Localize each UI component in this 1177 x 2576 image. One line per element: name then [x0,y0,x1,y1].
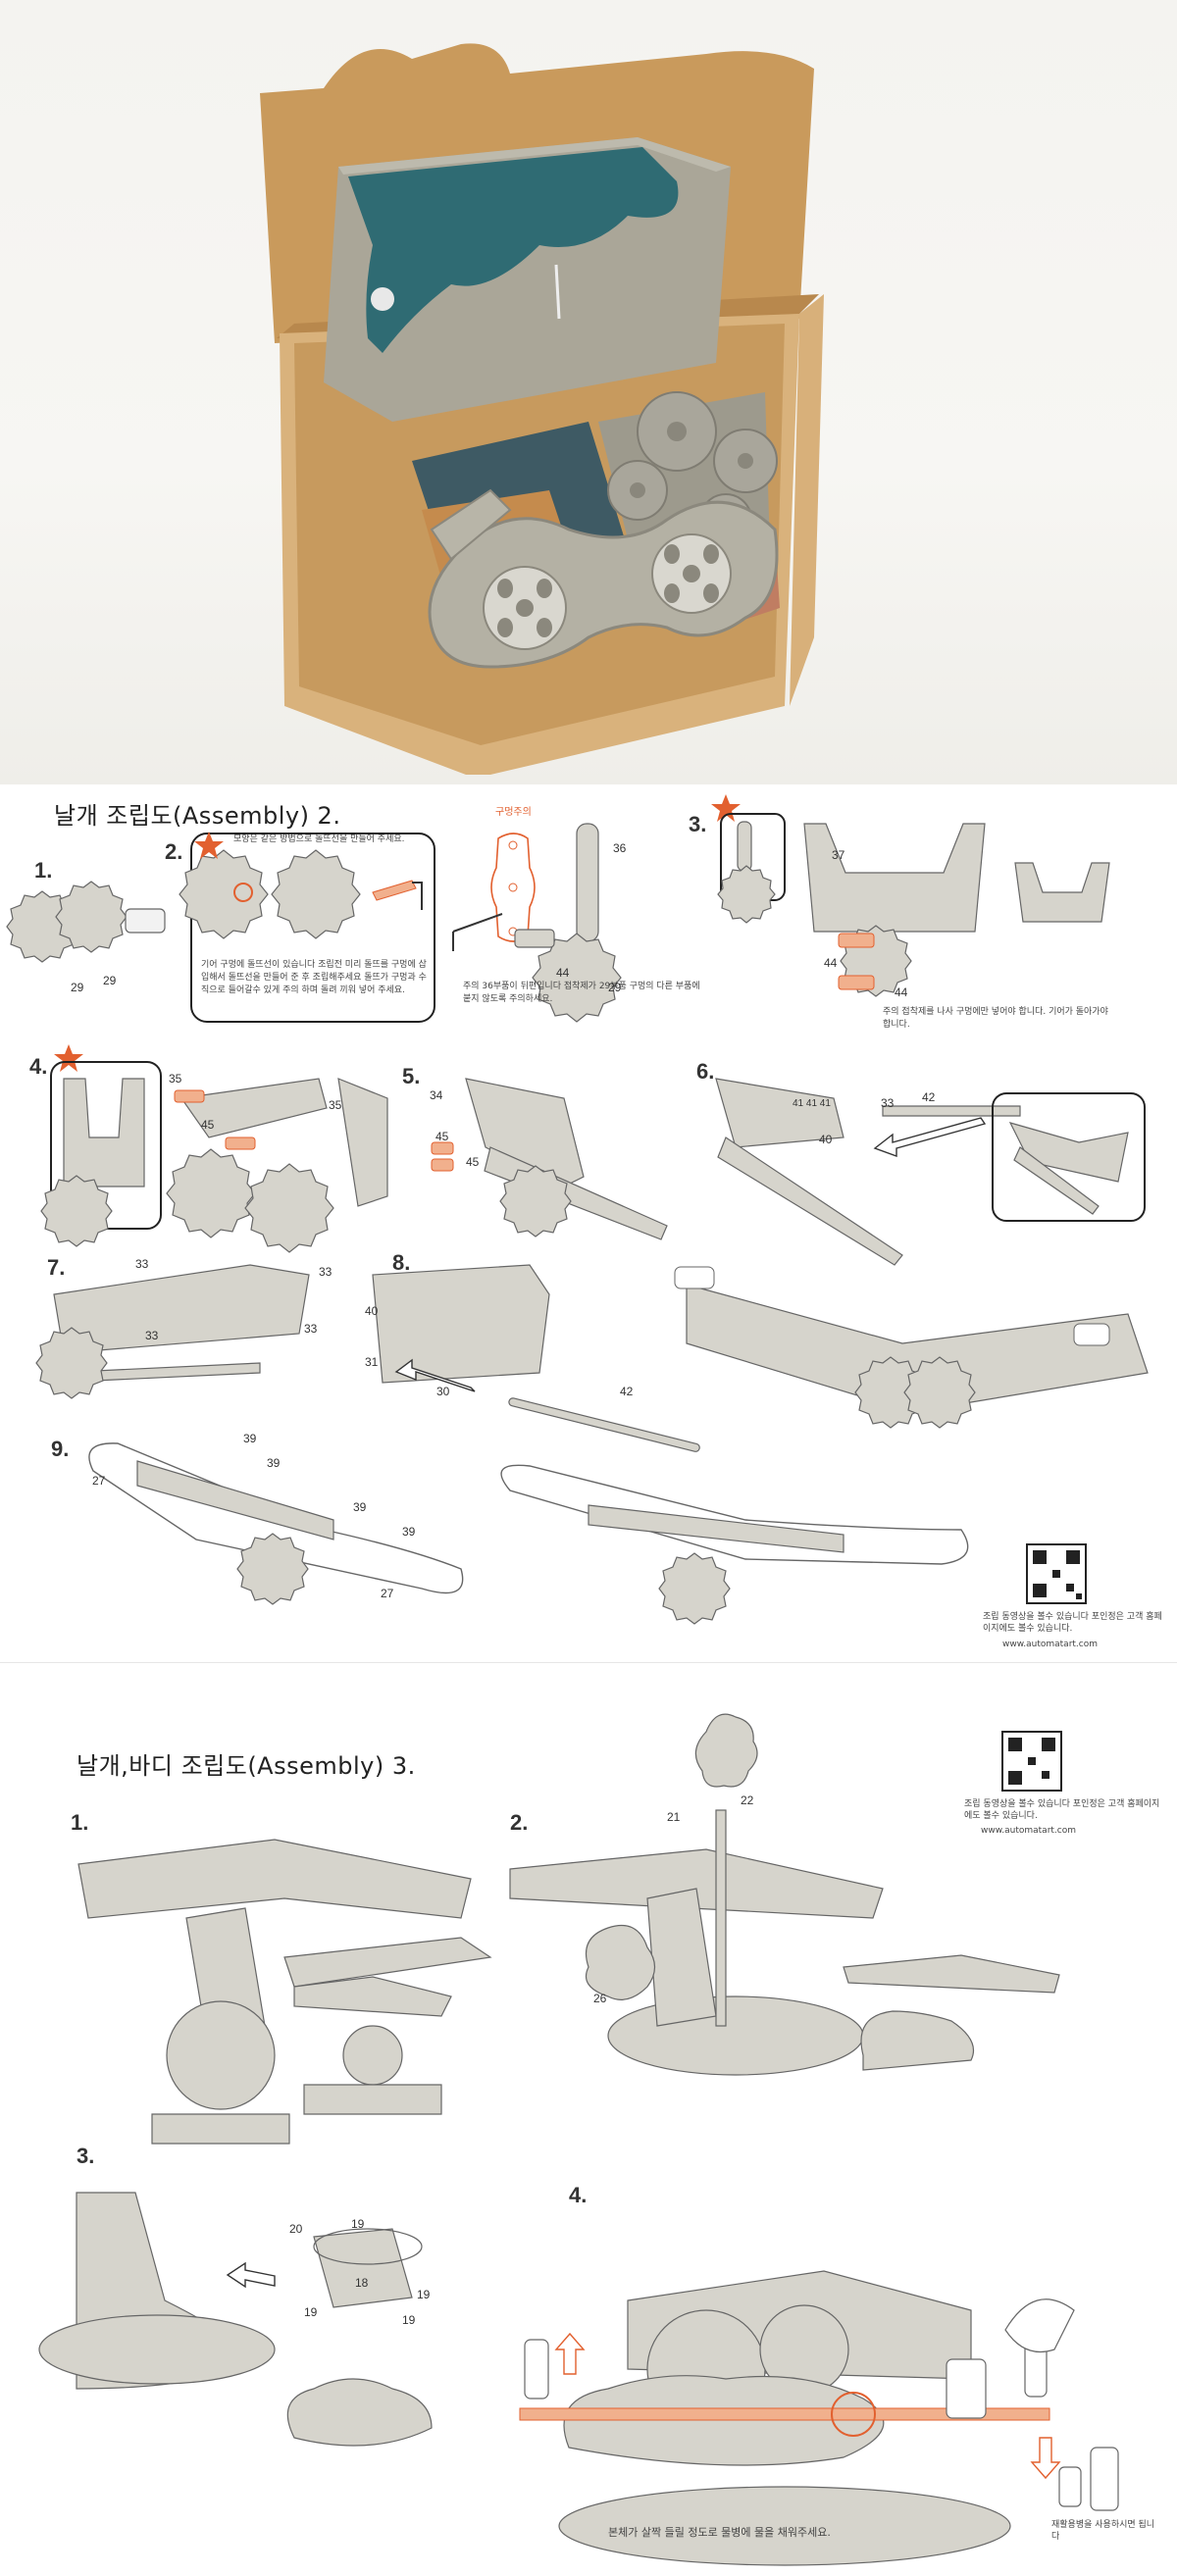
part-number: 21 [667,1810,681,1824]
caption-bottom: 본체가 살짝 들릴 정도로 물병에 물을 채워주세요. [608,2526,831,2539]
part-number: 27 [381,1587,394,1600]
part-number: 19 [351,2217,365,2231]
part-number: 33 [304,1322,318,1336]
step-label: 1. [34,858,53,883]
step-label: 8. [392,1250,411,1275]
label-caution: 구멍주의 [495,807,532,818]
qr-note: 조립 동영상을 볼수 있습니다 포인정은 고객 홈페이지에도 볼수 있습니다. [964,1799,1160,1821]
part-number: 44 [556,966,570,980]
step-label: 1. [71,1810,89,1835]
part-number: 34 [430,1088,443,1102]
qr-note: 조립 동영상을 볼수 있습니다 포인정은 고객 홈페이지에도 볼수 있습니다. [983,1612,1162,1634]
caption-bottle: 재활용병을 사용하시면 됩니다 [1051,2520,1155,2542]
part-number: 35 [169,1072,182,1086]
part-number: 42 [620,1385,634,1398]
step-label: 4. [29,1054,48,1079]
step-label: 3. [689,812,707,836]
part-number: 31 [365,1355,379,1369]
part-number: 19 [402,2313,416,2327]
part-number: 40 [819,1133,833,1146]
part-number: 30 [436,1385,450,1398]
step-label: 5. [402,1064,421,1088]
step-label: 2. [165,839,183,864]
part-number: 29 [71,981,84,994]
step-label: 3. [77,2144,95,2168]
note-step2-body: 기어 구멍에 돌뜨선이 있습니다 조립전 미리 돌뜨를 구멍에 삽입해서 돌뜨선… [201,960,427,995]
part-number: 36 [613,841,627,855]
part-number: 40 [365,1304,379,1318]
part-number: 44 [824,956,838,970]
note-step2-top: 모양은 같은 방법으로 돌뜨선을 만들어 주세요. [233,834,405,844]
part-number: 18 [355,2276,369,2290]
assembly-sheet-2: 날개 조립도(Assembly) 2. [0,784,1177,1662]
kit-box-photo [0,0,1177,784]
note-step3: 주의 접착제를 나사 구멍에만 넣어야 합니다. 기어가 돌아가야 합니다. [883,1007,1108,1030]
part-number: 45 [435,1130,449,1143]
part-number: 37 [832,848,845,862]
part-number: 39 [243,1432,257,1445]
website-url: www.automatart.com [981,1826,1077,1836]
part-number: 33 [145,1329,159,1342]
part-number: 41 41 41 [793,1098,831,1109]
part-number: 29 [103,974,117,987]
kit-box-illustration [260,43,824,775]
part-number: 35 [329,1098,342,1112]
assembly-2-diagram [6,794,1149,1625]
page-title: 날개 조립도(Assembly) 2. [54,802,341,830]
part-number: 42 [922,1090,936,1104]
part-number: 20 [289,2222,303,2236]
website-url: www.automatart.com [1002,1640,1099,1649]
part-number: 26 [593,1992,607,2005]
part-number: 45 [466,1155,480,1169]
part-number: 33 [135,1257,149,1271]
part-number: 39 [402,1525,416,1539]
part-number: 45 [201,1118,215,1132]
note-step2-caution: 주의 36부품이 뒤편입니다 접착제가 29부품 구멍의 다른 부품에 붙지 않… [463,982,700,1004]
part-number: 27 [92,1474,106,1488]
part-number: 33 [881,1096,895,1110]
page-title: 날개,바디 조립도(Assembly) 3. [77,1752,416,1780]
step-label: 4. [569,2183,588,2207]
part-number: 29 [608,981,622,994]
assembly-3-diagram [38,1713,1119,2566]
step-label: 2. [510,1810,529,1835]
part-number: 22 [741,1793,754,1807]
part-number: 44 [895,985,908,999]
part-number: 39 [353,1500,367,1514]
step-label: 7. [47,1255,66,1280]
part-number: 19 [304,2305,318,2319]
part-number: 19 [417,2288,431,2301]
part-number: 39 [267,1456,281,1470]
step-label: 9. [51,1437,70,1461]
step-label: 6. [696,1059,715,1084]
assembly-sheet-3: 날개,바디 조립도(Assembly) 3. [0,1662,1177,2576]
part-number: 33 [319,1265,333,1279]
